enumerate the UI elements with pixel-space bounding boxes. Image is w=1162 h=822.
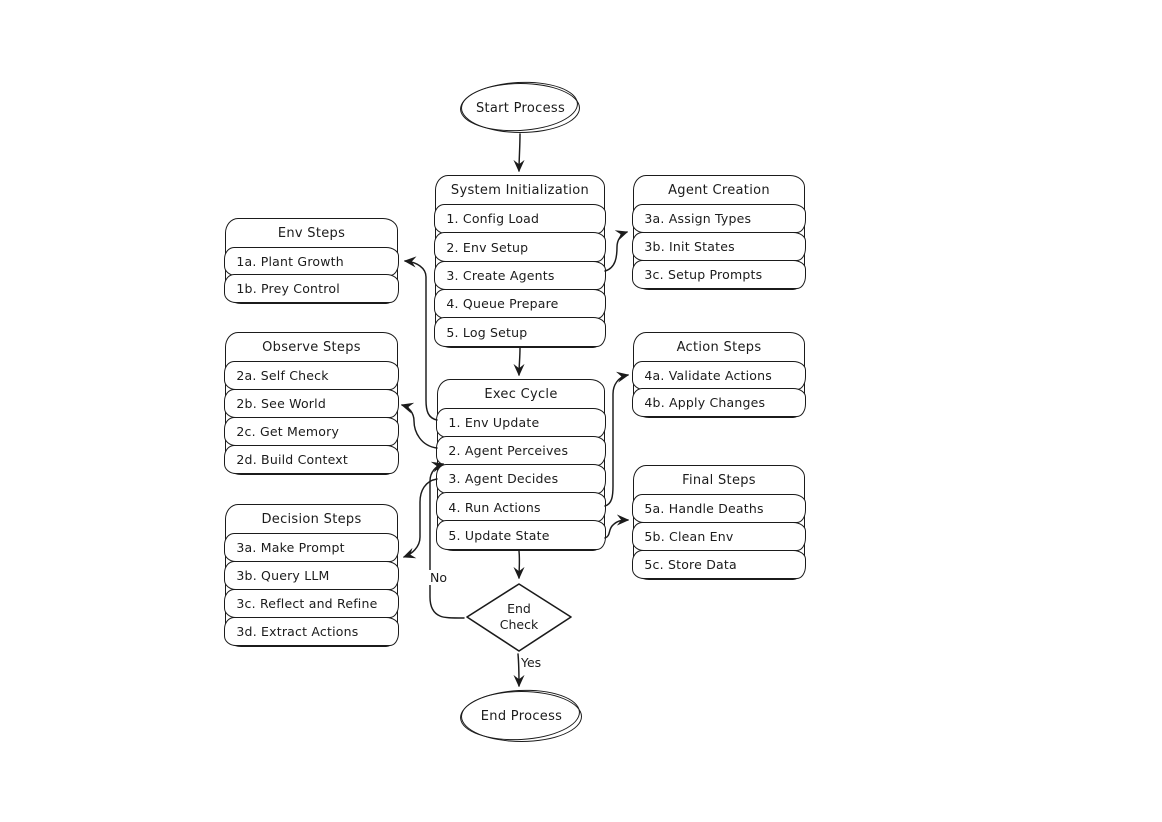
start-process-node: Start Process [461, 83, 580, 133]
observe-steps-box: Observe Steps 2a. Self Check 2b. See Wor… [224, 332, 399, 475]
action-steps-row-apply-changes: 4b. Apply Changes [632, 388, 806, 417]
final-steps-row-clean-env: 5b. Clean Env [632, 521, 806, 552]
exec-cycle-row-env-update: 1. Env Update [436, 408, 606, 438]
decision-steps-row-extract-actions: 3d. Extract Actions [224, 616, 399, 646]
end-process-label: End Process [480, 709, 563, 724]
edge-label-no: No [429, 570, 448, 585]
exec-cycle-row-run-actions: 4. Run Actions [436, 492, 606, 522]
agent-creation-title: Agent Creation [668, 182, 770, 198]
end-check-line2: Check [499, 617, 539, 633]
system-initialization-box: System Initialization 1. Config Load 2. … [434, 175, 606, 348]
agent-creation-box: Agent Creation 3a. Assign Types 3b. Init… [632, 175, 806, 290]
env-steps-row-prey-control: 1b. Prey Control [224, 274, 399, 303]
env-steps-title: Env Steps [277, 225, 346, 241]
decision-steps-row-reflect-and-refine: 3c. Reflect and Refine [224, 588, 399, 619]
edge-agent-perceives-to-observe-steps [400, 402, 438, 449]
system-init-row-config-load: 1. Config Load [434, 204, 606, 234]
system-init-row-log-setup: 5. Log Setup [434, 317, 606, 347]
edge-create-agents-to-agent-creation [604, 230, 629, 272]
final-steps-box: Final Steps 5a. Handle Deaths 5b. Clean … [632, 465, 806, 580]
env-steps-box: Env Steps 1a. Plant Growth 1b. Prey Cont… [224, 218, 399, 304]
decision-steps-box: Decision Steps 3a. Make Prompt 3b. Query… [224, 504, 399, 647]
observe-steps-title: Observe Steps [262, 339, 361, 355]
agent-creation-row-assign-types: 3a. Assign Types [632, 204, 806, 234]
agent-creation-row-setup-prompts: 3c. Setup Prompts [632, 259, 806, 289]
agent-creation-row-init-states: 3b. Init States [632, 231, 806, 262]
edge-system-init-to-exec-cycle [513, 347, 525, 377]
edge-env-update-to-env-steps [403, 256, 438, 421]
final-steps-row-store-data: 5c. Store Data [632, 549, 806, 579]
decision-steps-row-make-prompt: 3a. Make Prompt [224, 533, 399, 563]
exec-cycle-row-agent-perceives: 2. Agent Perceives [436, 436, 606, 466]
system-initialization-title: System Initialization [450, 182, 590, 198]
observe-steps-row-build-context: 2d. Build Context [224, 444, 399, 474]
final-steps-row-handle-deaths: 5a. Handle Deaths [632, 494, 806, 524]
system-init-row-env-setup: 2. Env Setup [434, 232, 606, 263]
edge-update-state-to-final-steps [604, 514, 630, 539]
action-steps-row-validate-actions: 4a. Validate Actions [632, 361, 806, 390]
action-steps-title: Action Steps [676, 339, 762, 355]
observe-steps-row-self-check: 2a. Self Check [224, 361, 399, 391]
edge-yes-to-end-process [513, 653, 525, 688]
system-init-row-queue-prepare: 4. Queue Prepare [434, 288, 606, 319]
decision-steps-row-query-llm: 3b. Query LLM [224, 560, 399, 591]
observe-steps-row-see-world: 2b. See World [224, 388, 399, 419]
exec-cycle-box: Exec Cycle 1. Env Update 2. Agent Percei… [436, 379, 606, 551]
exec-cycle-row-update-state: 5. Update State [436, 520, 606, 550]
system-init-row-create-agents: 3. Create Agents [434, 260, 606, 291]
final-steps-title: Final Steps [682, 472, 756, 488]
decision-steps-title: Decision Steps [261, 511, 362, 527]
edge-start-to-system-init [513, 133, 525, 173]
edge-label-yes: Yes [520, 655, 543, 670]
env-steps-row-plant-growth: 1a. Plant Growth [224, 247, 399, 276]
observe-steps-row-get-memory: 2c. Get Memory [224, 416, 399, 447]
end-check-label: End Check [469, 601, 569, 634]
action-steps-box: Action Steps 4a. Validate Actions 4b. Ap… [632, 332, 806, 418]
edge-agent-decides-to-decision-steps [402, 478, 438, 559]
start-process-label: Start Process [475, 100, 566, 116]
end-process-node: End Process [461, 691, 582, 742]
exec-cycle-title: Exec Cycle [484, 386, 558, 402]
exec-cycle-row-agent-decides: 3. Agent Decides [436, 464, 606, 494]
edge-run-actions-to-action-steps [604, 371, 630, 507]
end-check-line1: End [507, 601, 531, 616]
